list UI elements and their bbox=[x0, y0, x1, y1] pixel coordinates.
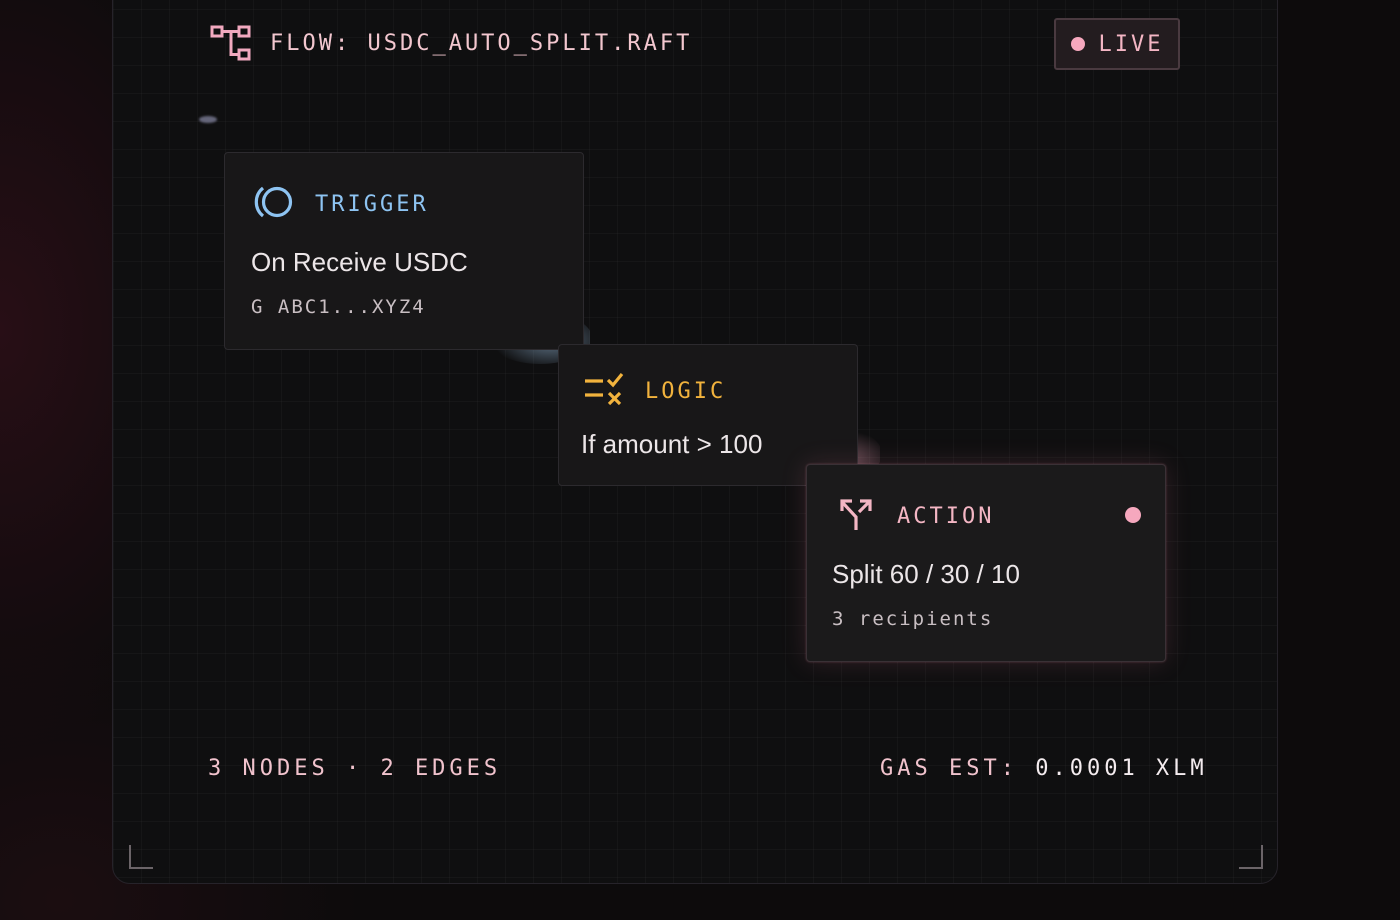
trigger-node-header: TRIGGER bbox=[251, 183, 429, 226]
logic-node[interactable]: LOGIC If amount > 100 bbox=[558, 344, 858, 486]
trigger-node-title: On Receive USDC bbox=[251, 247, 468, 277]
flow-title: FLOW: USDC_AUTO_SPLIT.RAFT bbox=[270, 30, 693, 56]
live-label: LIVE bbox=[1098, 31, 1164, 57]
trigger-node-address: G ABC1...XYZ4 bbox=[251, 296, 426, 318]
action-node-recipients: 3 recipients bbox=[832, 608, 994, 630]
list-check-cross-icon bbox=[583, 371, 625, 412]
corner-mark-bottom-right bbox=[1239, 845, 1263, 869]
action-active-dot-icon bbox=[1125, 507, 1141, 523]
gas-estimate: GAS EST: 0.0001 XLM bbox=[880, 756, 1208, 781]
logic-node-condition: If amount > 100 bbox=[581, 429, 763, 459]
broadcast-ring-icon bbox=[251, 183, 297, 226]
flow-particle bbox=[199, 116, 217, 123]
action-node-header: ACTION bbox=[837, 495, 994, 538]
action-node[interactable]: ACTION Split 60 / 30 / 10 3 recipients bbox=[806, 464, 1166, 662]
split-arrows-icon bbox=[837, 495, 875, 538]
graph-stats: 3 NODES · 2 EDGES bbox=[208, 756, 502, 781]
live-dot-icon bbox=[1070, 37, 1085, 51]
logic-node-header: LOGIC bbox=[583, 371, 726, 412]
trigger-node-type: TRIGGER bbox=[315, 192, 429, 217]
corner-mark-bottom-left bbox=[129, 845, 153, 869]
gas-estimate-label: GAS EST: bbox=[880, 756, 1018, 781]
live-status-badge[interactable]: LIVE bbox=[1054, 18, 1180, 70]
action-node-type: ACTION bbox=[897, 504, 995, 529]
workflow-icon bbox=[210, 24, 252, 62]
gas-estimate-value: 0.0001 XLM bbox=[1035, 756, 1208, 781]
logic-node-type: LOGIC bbox=[645, 379, 727, 404]
flow-header: FLOW: USDC_AUTO_SPLIT.RAFT bbox=[210, 24, 692, 62]
trigger-node[interactable]: TRIGGER On Receive USDC G ABC1...XYZ4 bbox=[224, 152, 584, 350]
action-node-title: Split 60 / 30 / 10 bbox=[832, 559, 1020, 589]
